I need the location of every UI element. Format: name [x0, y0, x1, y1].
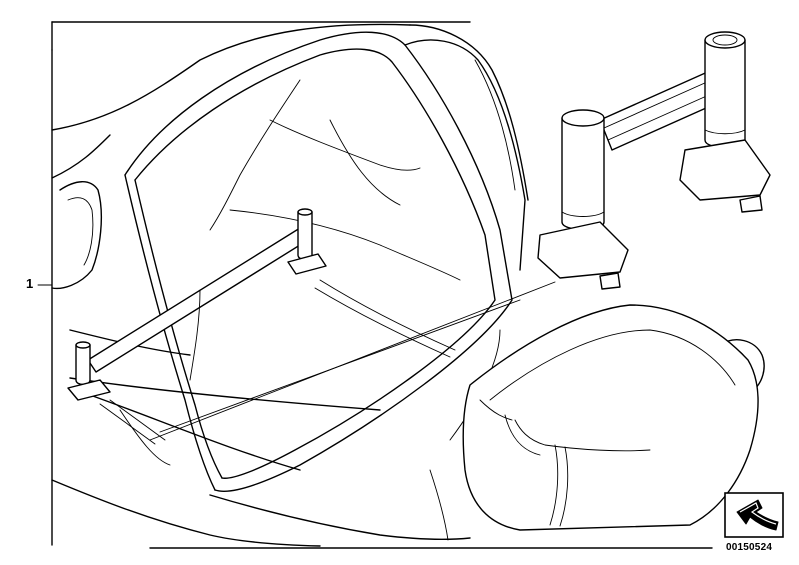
reference-number: 00150524	[726, 542, 773, 553]
return-arrow-icon[interactable]	[724, 492, 784, 538]
support-bar-detail	[537, 31, 771, 290]
installed-support-rack	[67, 208, 327, 401]
frame	[51, 21, 713, 549]
callout-1: 1	[26, 276, 34, 291]
leader-lines	[37, 281, 556, 441]
car-trunk	[51, 23, 529, 547]
storage-bag	[462, 304, 765, 531]
